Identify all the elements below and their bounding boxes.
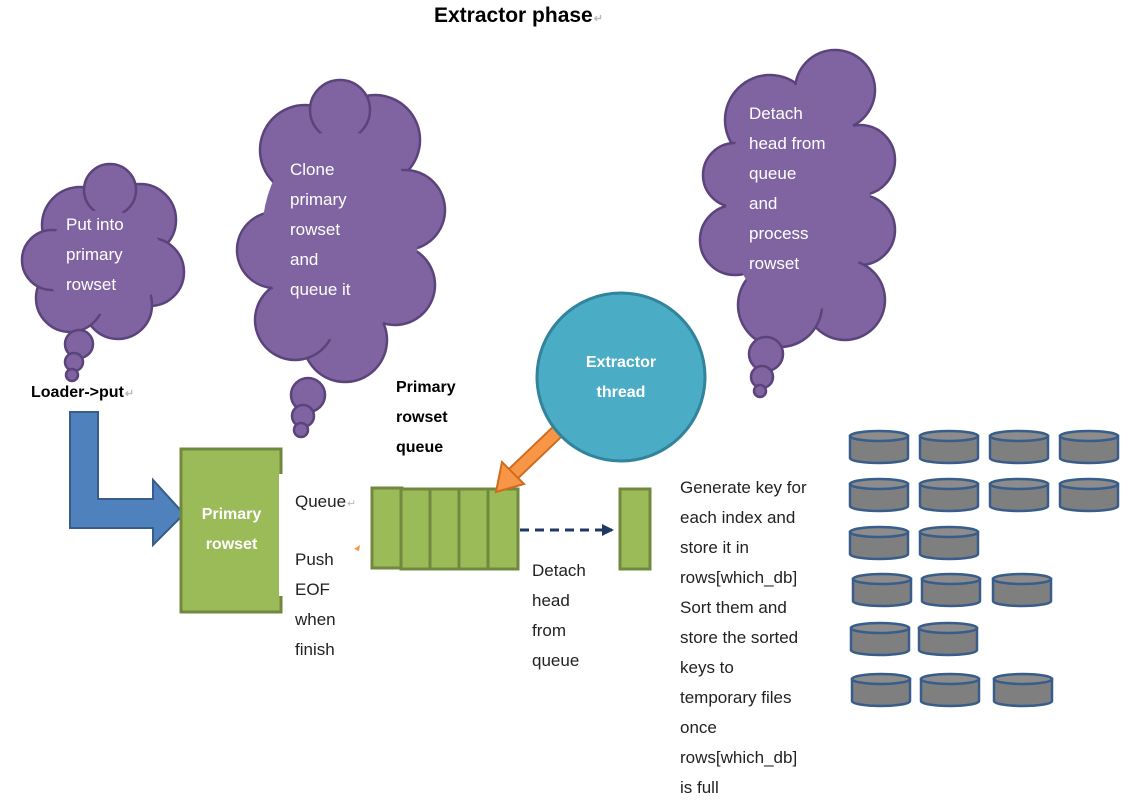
primary-rowset-queue-label: Primary rowset queue	[396, 373, 456, 463]
cloud-detach-head-from-queue	[698, 48, 897, 399]
generate-line-2: each index and	[680, 508, 796, 527]
queue-cell-1	[370, 486, 404, 570]
queue-label-line-3: queue	[396, 439, 444, 456]
temp-file-disk-1	[848, 429, 910, 465]
detach-head-line-2: head	[532, 591, 570, 610]
cloud-detach-line-6: rowset	[749, 254, 800, 273]
detached-rowset-cell	[618, 487, 652, 571]
push-eof-line-3: when	[295, 610, 336, 629]
primary-rowset-label: Primary rowset	[189, 500, 274, 560]
push-eof-text: Push EOF when finish	[295, 545, 336, 665]
push-eof-line-2: EOF	[295, 580, 330, 599]
temp-file-disk-2	[918, 429, 980, 465]
cloud-clone-line-4: and	[290, 250, 319, 269]
cloud-detach-line-3: queue	[749, 164, 797, 183]
diagram-title: Extractor phase↵	[434, 4, 603, 27]
cloud-clone-primary-rowset	[235, 78, 447, 439]
cloud-detach-line-2: head from	[749, 134, 826, 153]
queue-cell-4	[457, 487, 491, 571]
generate-key-text: Generate key for each index and store it…	[680, 473, 807, 803]
cloud-clone-line-3: rowset	[290, 220, 341, 239]
temp-file-disk-4	[1058, 429, 1120, 465]
temp-file-disk-3	[988, 429, 1050, 465]
queue-cell-2	[399, 487, 433, 571]
temp-file-disk-16	[850, 672, 912, 708]
generate-line-4: rows[which_db]	[680, 568, 798, 587]
cloud-clone-line-1: Clone	[290, 160, 335, 179]
queue-label-line-2: rowset	[396, 409, 448, 426]
primary-rowset-line-1: Primary	[201, 506, 262, 523]
queue-label: Queue↵	[295, 492, 357, 511]
detach-head-line-1: Detach	[532, 561, 586, 580]
temp-file-disk-7	[988, 477, 1050, 513]
cloud-detach-text: Detach head from queue and process rowse…	[749, 99, 826, 279]
loader-put-label: Loader->put↵	[31, 384, 135, 401]
extractor-to-queue-arrow	[494, 426, 563, 494]
generate-line-7: keys to	[680, 658, 734, 677]
temp-file-disk-5	[848, 477, 910, 513]
temp-file-disk-15	[917, 621, 979, 657]
temp-file-disk-6	[918, 477, 980, 513]
cloud-put-line-2: primary	[66, 245, 123, 264]
generate-line-10: rows[which_db]	[680, 748, 798, 767]
temp-file-disk-12	[920, 572, 982, 608]
generate-line-6: store the sorted	[680, 628, 799, 647]
temp-file-disk-9	[848, 525, 910, 561]
temp-file-disk-17	[919, 672, 981, 708]
push-eof-line-4: finish	[295, 640, 335, 659]
extractor-thread-label: Extractor thread	[571, 348, 671, 408]
extractor-thread-circle	[535, 291, 707, 463]
queue-cell-5	[486, 487, 520, 571]
temp-file-disk-18	[992, 672, 1054, 708]
cloud-detach-line-1: Detach	[749, 104, 803, 123]
generate-line-1: Generate key for	[680, 478, 807, 497]
cloud-put-line-1: Put into	[66, 215, 124, 234]
temp-file-disk-14	[849, 621, 911, 657]
primary-rowset-queue	[370, 486, 520, 571]
primary-rowset-line-2: rowset	[205, 536, 258, 553]
cloud-detach-line-4: and	[749, 194, 778, 213]
cloud-clone-line-5: queue it	[290, 280, 351, 299]
temp-file-disk-11	[851, 572, 913, 608]
temp-file-disk-13	[991, 572, 1053, 608]
detach-head-line-4: queue	[532, 651, 580, 670]
cloud-put-line-3: rowset	[66, 275, 117, 294]
extractor-thread-line-1: Extractor	[585, 354, 657, 371]
queue-cell-3	[428, 487, 462, 571]
cloud-clone-text: Clone primary rowset and queue it	[290, 155, 351, 305]
temp-file-disk-8	[1058, 477, 1120, 513]
detach-head-text: Detach head from queue	[532, 556, 586, 676]
generate-line-5: Sort them and	[680, 598, 787, 617]
generate-line-8: temporary files	[680, 688, 792, 707]
push-eof-line-1: Push	[295, 550, 334, 569]
cloud-put-text: Put into primary rowset	[66, 210, 124, 300]
loader-put-arrow	[69, 411, 186, 548]
primary-rowset-box	[179, 447, 283, 614]
generate-line-3: store it in	[680, 538, 749, 557]
temp-file-disk-10	[918, 525, 980, 561]
detach-head-line-3: from	[532, 621, 566, 640]
cloud-clone-line-2: primary	[290, 190, 347, 209]
orange-tick	[354, 545, 360, 551]
generate-line-11: is full	[680, 778, 719, 797]
generate-line-9: once	[680, 718, 717, 737]
extractor-thread-line-2: thread	[596, 384, 646, 401]
cloud-put-into-primary-rowset	[20, 162, 186, 383]
temporary-files-disks	[848, 429, 1120, 708]
queue-label-line-1: Primary	[396, 379, 456, 396]
cloud-detach-line-5: process	[749, 224, 809, 243]
